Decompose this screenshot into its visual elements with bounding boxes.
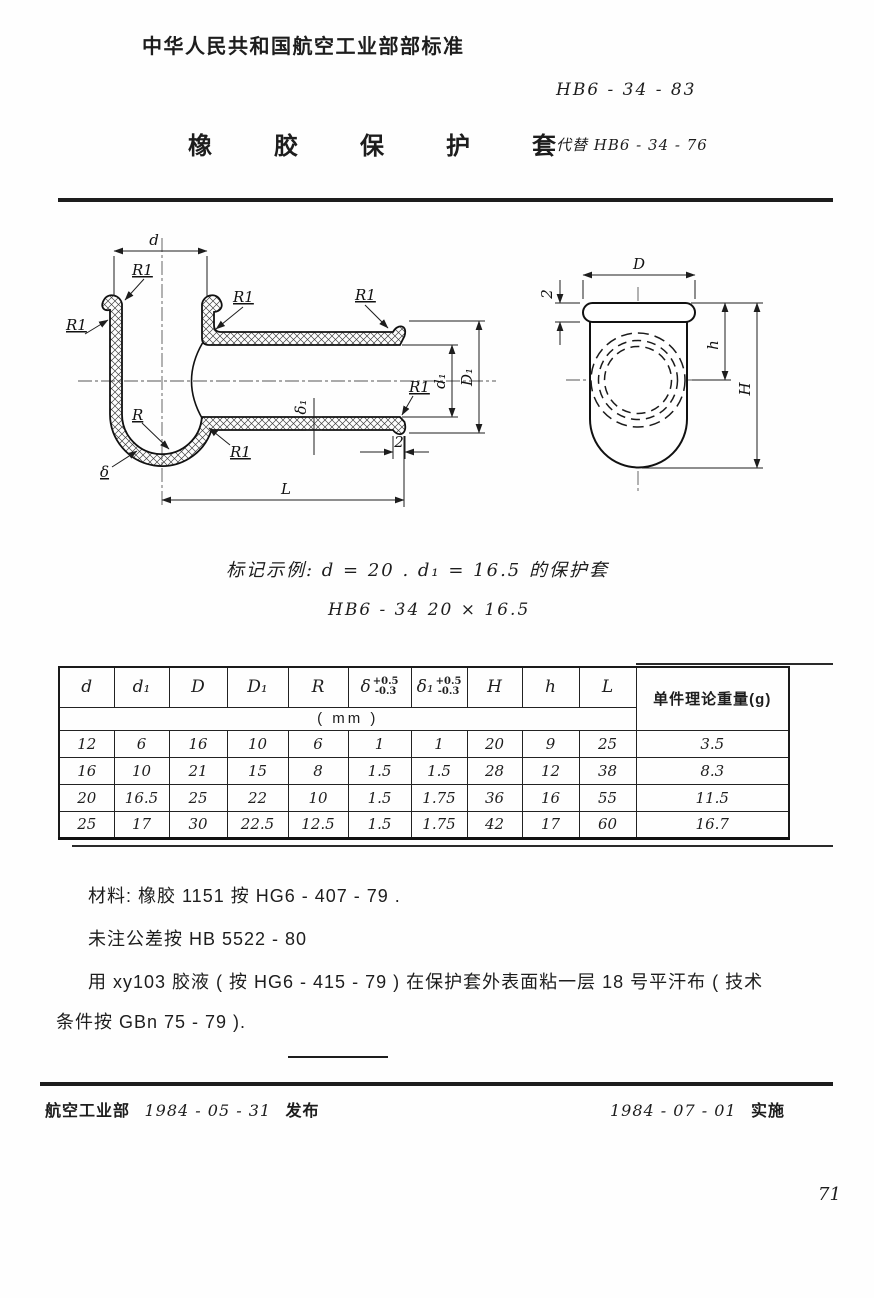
- delta1-symbol: δ₁: [416, 677, 434, 698]
- scan-line-artifact: [636, 663, 833, 665]
- marking-example-line2: HB6 - 34 20 × 16.5: [328, 600, 531, 620]
- dim-delta1-label: δ₁: [292, 399, 310, 414]
- dimension-table: d d₁ D D₁ R δ +0.5 -0.3 δ₁ +0.5: [58, 666, 790, 840]
- delta-symbol: δ: [360, 677, 371, 698]
- dim-R1-label: R1: [131, 261, 153, 279]
- dim-D-label: D: [632, 255, 645, 273]
- dim-d: d: [113, 231, 208, 296]
- dim-h-label: h: [704, 340, 722, 350]
- dim-delta-label: δ: [100, 463, 109, 481]
- body-outline: [589, 322, 688, 469]
- ministry-standard-title: 中华人民共和国航空工业部部标准: [142, 36, 465, 58]
- col-h: h: [521, 666, 580, 708]
- replaces-note: 代替 HB6 - 34 - 76: [556, 136, 708, 154]
- material-note: 材料: 橡胶 1151 按 HG6 - 407 - 79 .: [88, 886, 401, 906]
- col-delta1: δ₁ +0.5 -0.3: [410, 666, 468, 708]
- table-row: 12 6 16 10 6 1 1 20 9 25 3.5: [58, 729, 790, 758]
- flange-lip: [582, 302, 696, 323]
- issuer-name: 航空工业部: [45, 1103, 131, 1120]
- dim-delta1: δ₁: [292, 398, 322, 455]
- dim-h: h: [691, 302, 763, 381]
- dim-D: D: [582, 255, 696, 299]
- bore-intersection-edge: [190, 342, 204, 420]
- dim-D1: D₁: [409, 320, 485, 434]
- dim-2-side: 2: [538, 280, 580, 345]
- side-view-drawing: D 2 h H: [538, 255, 763, 491]
- coating-note-line1: 用 xy103 胶液 ( 按 HG6 - 415 - 79 ) 在保护套外表面粘…: [88, 972, 764, 992]
- tolerance-note: 未注公差按 HB 5522 - 80: [88, 929, 308, 949]
- col-delta: δ +0.5 -0.3: [347, 666, 412, 708]
- col-unit-weight: 单件理论重量(g): [635, 666, 790, 731]
- dim-R1-label: R1: [65, 316, 87, 334]
- document-title: 橡胶保护套: [188, 133, 618, 160]
- delta1-tolerance: +0.5 -0.3: [435, 676, 462, 698]
- dim-H: H: [642, 302, 763, 469]
- table-row: 16 10 21 15 8 1.5 1.5 28 12 38 8.3: [58, 756, 790, 785]
- col-D: D: [168, 666, 228, 708]
- section-wall-upper: [201, 294, 407, 346]
- dim-d1-label: d₁: [431, 373, 449, 389]
- dim-R1-label: R1: [354, 286, 376, 304]
- implementation-statement: 1984 - 07 - 01 实施: [600, 1097, 785, 1121]
- implementation-date: 1984 - 07 - 01: [610, 1101, 737, 1120]
- dim-H-label: H: [736, 382, 754, 397]
- unit-label: ( mm ): [58, 706, 637, 731]
- dim-d1: d₁: [402, 344, 458, 418]
- dim-d-label: d: [149, 231, 159, 249]
- dim-R1-label: R1: [232, 288, 254, 306]
- dim-R1-label: R1: [408, 378, 430, 396]
- delta-tolerance: +0.5 -0.3: [372, 676, 399, 698]
- issue-label: 发布: [285, 1103, 320, 1120]
- dim-2-label: 2: [393, 433, 404, 451]
- section-wall-lower: [101, 294, 407, 467]
- col-D1: D₁: [226, 666, 289, 708]
- col-L: L: [578, 666, 637, 708]
- implementation-label: 实施: [751, 1103, 786, 1120]
- fillet-leaders: R1 R1 R1 R1 R1 R1 R δ: [65, 261, 430, 481]
- hidden-bore-outer: [590, 332, 686, 428]
- col-d1: d₁: [113, 666, 170, 708]
- scan-line-artifact: [72, 845, 833, 847]
- main-section-drawing: d L d₁ D₁ 2 δ₁ R1 R1: [65, 231, 496, 508]
- coating-note-line2: 条件按 GBn 75 - 79 ).: [56, 1012, 247, 1032]
- header-rule: [58, 198, 833, 202]
- page-number: 71: [818, 1184, 841, 1205]
- col-H: H: [466, 666, 523, 708]
- dim-L: L: [161, 436, 405, 507]
- footer-rule: [40, 1082, 833, 1086]
- table-row: 25 17 30 22.5 12.5 1.5 1.75 42 17 60 16.…: [58, 810, 790, 839]
- dim-L-label: L: [280, 480, 291, 498]
- dim-D1-label: D₁: [458, 368, 476, 387]
- col-R: R: [287, 666, 349, 708]
- table-header-row: d d₁ D D₁ R δ +0.5 -0.3 δ₁ +0.5: [58, 666, 790, 731]
- marking-example-line1: 标记示例: d = 20 . d₁ = 16.5 的保护套: [226, 560, 609, 581]
- col-d: d: [58, 666, 115, 708]
- issue-statement: 航空工业部 1984 - 05 - 31 发布: [45, 1097, 320, 1121]
- standard-number: HB6 - 34 - 83: [556, 80, 697, 100]
- dim-R1-label: R1: [229, 443, 251, 461]
- dim-2-side-label: 2: [538, 289, 556, 300]
- hidden-bore-inner: [603, 345, 673, 415]
- short-divider-line: [288, 1056, 388, 1058]
- dim-R-label: R: [131, 406, 143, 424]
- issue-date: 1984 - 05 - 31: [144, 1101, 272, 1120]
- hidden-bore-mid: [597, 339, 679, 421]
- table-row: 20 16.5 25 22 10 1.5 1.75 36 16 55 11.5: [58, 783, 790, 812]
- dim-2: 2: [360, 433, 429, 459]
